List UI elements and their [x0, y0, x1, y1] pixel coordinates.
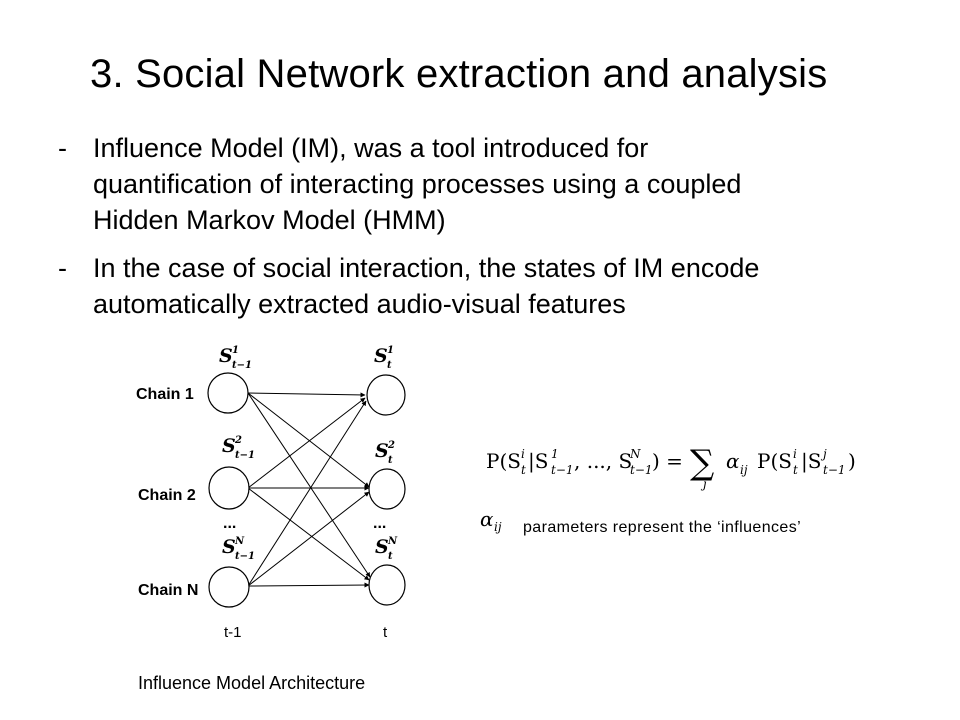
svg-text:2: 2 [234, 435, 242, 446]
svg-text:t−1: t−1 [235, 551, 255, 562]
diagram-caption: Influence Model Architecture [138, 673, 366, 693]
chain-label: Chain 2 [138, 487, 196, 504]
svg-text:P(S: P(S [486, 449, 521, 473]
transition-arrow [247, 487, 370, 581]
svg-text:t: t [387, 360, 392, 371]
svg-text:|S: |S [801, 449, 821, 474]
bullet-influence-model: - Influence Model (IM), was a tool intro… [58, 130, 918, 238]
state-label-curr-1: S 1 t [374, 345, 394, 371]
state-label-prev-2: S 2 t−1 [222, 435, 255, 461]
svg-text:ij: ij [494, 520, 502, 534]
svg-text:i: i [521, 447, 525, 461]
bullet-line: Hidden Markov Model (HMM) [93, 205, 446, 235]
state-node-prev-n [208, 566, 250, 608]
svg-text:t−1: t−1 [235, 450, 255, 461]
alpha-parameter: α ij [480, 507, 502, 534]
transition-arrow [247, 491, 370, 587]
svg-text:t−1: t−1 [823, 463, 846, 477]
svg-text:t: t [388, 455, 393, 466]
svg-text:t: t [388, 551, 393, 562]
transition-arrow [247, 392, 370, 488]
state-node-curr-2 [368, 468, 406, 510]
bullet-line: In the case of social interaction, the s… [93, 253, 760, 283]
svg-text:2: 2 [387, 440, 395, 451]
state-node-prev-2 [208, 466, 250, 510]
transition-arrow [247, 582, 370, 588]
transition-arrow [247, 400, 367, 587]
bullet-list: - Influence Model (IM), was a tool intro… [58, 130, 918, 334]
svg-text:t: t [793, 463, 798, 477]
transition-arrow [247, 392, 371, 578]
svg-text:j: j [820, 447, 827, 461]
chain-ellipsis: ... [223, 515, 236, 532]
bullet-line: quantification of interacting processes … [93, 169, 742, 199]
svg-text:t−1: t−1 [232, 360, 252, 371]
svg-text:N: N [234, 536, 245, 547]
svg-text:j: j [700, 477, 707, 491]
state-label-prev-1: S 1 t−1 [219, 345, 252, 371]
slide-title: 3. Social Network extraction and analysi… [90, 52, 828, 96]
svg-text:∑: ∑ [690, 443, 714, 483]
state-label-curr-n: S N t [375, 536, 398, 562]
chain-ellipsis: ... [373, 515, 386, 532]
svg-text:, ..., S: , ..., S [574, 449, 632, 473]
bullet-dash: - [58, 253, 67, 283]
svg-text:P(S: P(S [757, 449, 792, 473]
transition-arrow [247, 397, 366, 489]
svg-text:1: 1 [232, 345, 239, 356]
svg-text:α: α [480, 507, 494, 531]
svg-text:α: α [726, 449, 740, 473]
svg-text:ij: ij [740, 463, 748, 477]
state-node-curr-n [368, 564, 406, 606]
bullet-social-interaction: - In the case of social interaction, the… [58, 250, 918, 322]
svg-text:1: 1 [387, 345, 394, 356]
state-node-curr-1 [366, 374, 406, 416]
svg-text:|S: |S [528, 449, 548, 474]
state-node-prev-1 [207, 372, 249, 414]
svg-text:S: S [374, 345, 388, 367]
bullet-line: Influence Model (IM), was a tool introdu… [93, 133, 649, 163]
svg-text:t−1: t−1 [630, 463, 653, 477]
chain-label: Chain N [138, 582, 198, 599]
bullet-dash: - [58, 133, 67, 163]
svg-text:S: S [222, 536, 236, 558]
svg-text:): ) [848, 449, 856, 473]
svg-text:t−1: t−1 [551, 463, 574, 477]
svg-text:S: S [222, 435, 236, 457]
state-label-curr-2: S 2 t [375, 440, 395, 466]
time-label: t [383, 624, 388, 641]
state-label-prev-n: S N t−1 [222, 536, 255, 562]
svg-text:t: t [521, 463, 526, 477]
svg-text:S: S [375, 536, 389, 558]
svg-text:N: N [629, 447, 641, 461]
chain-label: Chain 1 [136, 386, 194, 403]
svg-text:S: S [219, 345, 233, 367]
alpha-note-text: parameters represent the ‘influences’ [523, 519, 801, 536]
transition-arrows [247, 392, 371, 588]
svg-text:N: N [387, 536, 398, 547]
transition-arrow [247, 392, 366, 398]
svg-text:S: S [375, 440, 389, 462]
svg-text:1: 1 [551, 447, 559, 461]
influence-equation: P(S i t |S 1 t−1 , ..., S N t−1 ) = ∑ j … [486, 443, 856, 491]
svg-text:i: i [793, 447, 797, 461]
time-label: t-1 [224, 624, 242, 641]
bullet-line: automatically extracted audio-visual fea… [93, 289, 626, 319]
svg-text:) =: ) = [652, 449, 683, 473]
